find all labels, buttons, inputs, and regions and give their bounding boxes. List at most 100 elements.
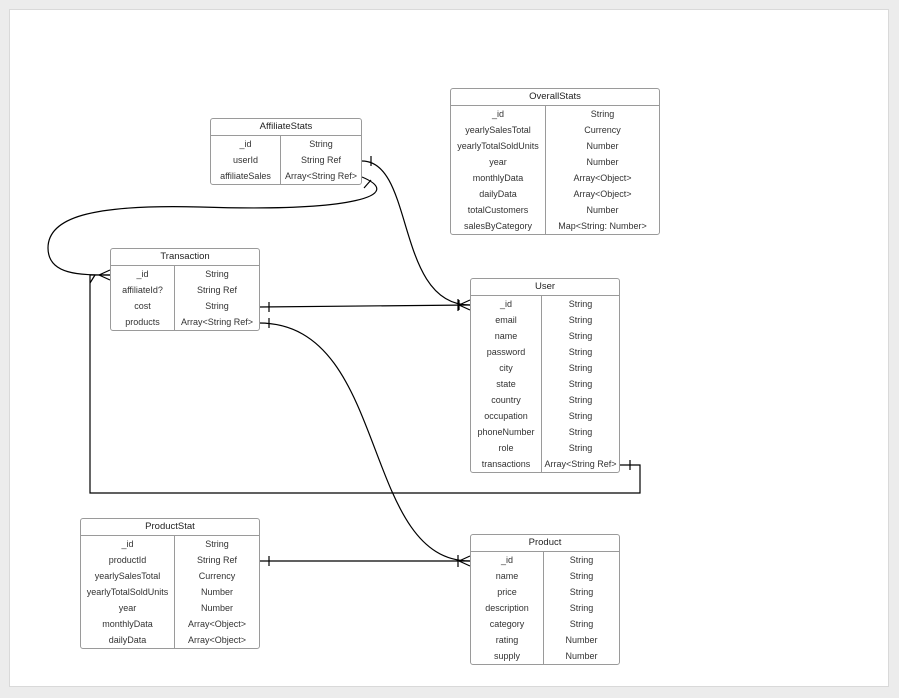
field-type: String (568, 363, 593, 373)
field-name: supply (471, 648, 544, 664)
field-name: _id (471, 552, 544, 568)
field-name: affiliateId? (111, 282, 175, 298)
field-row: monthlyData Array<Object> (81, 616, 259, 632)
field-row: year Number (451, 154, 659, 170)
field-name: affiliateSales (211, 168, 281, 184)
field-row: state String (471, 376, 619, 392)
field-row: phoneNumber String (471, 424, 619, 440)
field-name: phoneNumber (471, 424, 542, 440)
field-type: String (568, 299, 593, 309)
entity-user[interactable]: User _id String email String name String… (470, 278, 620, 473)
entity-transaction[interactable]: Transaction _id String affiliateId? Stri… (110, 248, 260, 331)
field-name: _id (211, 136, 281, 152)
field-type: String (205, 269, 229, 279)
field-type: Array<String Ref> (180, 317, 254, 327)
field-type: String (568, 395, 593, 405)
entity-title: User (471, 279, 619, 296)
field-type: Array<String Ref> (544, 459, 617, 469)
field-row: _id String (111, 266, 259, 282)
field-name: state (471, 376, 542, 392)
field-type: Number (586, 157, 619, 167)
entity-overallstats[interactable]: OverallStats _id String yearlySalesTotal… (450, 88, 660, 235)
field-name: price (471, 584, 544, 600)
field-type: String Ref (300, 155, 342, 165)
field-row: category String (471, 616, 619, 632)
field-type: String (569, 555, 594, 565)
field-row: password String (471, 344, 619, 360)
field-type: String (569, 571, 594, 581)
field-type: Array<Object> (187, 619, 247, 629)
field-name: role (471, 440, 542, 456)
field-row: transactions Array<String Ref> (471, 456, 619, 472)
field-type: String (568, 331, 593, 341)
field-type: Currency (584, 125, 621, 135)
field-row: _id String (471, 552, 619, 568)
field-type: String (569, 619, 594, 629)
entity-affiliatestats[interactable]: AffiliateStats _id String userId String … (210, 118, 362, 185)
field-name: year (451, 154, 546, 170)
field-name: category (471, 616, 544, 632)
field-name: monthlyData (451, 170, 546, 186)
entity-title: ProductStat (81, 519, 259, 536)
field-name: yearlySalesTotal (81, 568, 175, 584)
field-name: occupation (471, 408, 542, 424)
field-name: products (111, 314, 175, 330)
field-name: salesByCategory (451, 218, 546, 234)
field-name: yearlySalesTotal (451, 122, 546, 138)
field-type: String (568, 347, 593, 357)
field-row: dailyData Array<Object> (451, 186, 659, 202)
field-type: Number (565, 651, 598, 661)
field-name: year (81, 600, 175, 616)
field-name: city (471, 360, 542, 376)
entity-productstat[interactable]: ProductStat _id String productId String … (80, 518, 260, 649)
field-name: email (471, 312, 542, 328)
field-type: Array<Object> (187, 635, 247, 645)
field-row: affiliateId? String Ref (111, 282, 259, 298)
field-type: Array<Object> (573, 173, 632, 183)
field-type: Array<Object> (573, 189, 632, 199)
field-row: dailyData Array<Object> (81, 632, 259, 648)
field-row: _id String (81, 536, 259, 552)
field-row: products Array<String Ref> (111, 314, 259, 330)
field-type: String (568, 443, 593, 453)
field-type: Number (200, 603, 233, 613)
field-row: rating Number (471, 632, 619, 648)
field-row: role String (471, 440, 619, 456)
field-row: occupation String (471, 408, 619, 424)
field-row: supply Number (471, 648, 619, 664)
field-name: name (471, 328, 542, 344)
field-type: Array<String Ref> (284, 171, 358, 181)
field-type: String (569, 603, 594, 613)
entity-title: Transaction (111, 249, 259, 266)
field-type: String Ref (196, 555, 238, 565)
field-name: _id (111, 266, 175, 282)
field-name: yearlyTotalSoldUnits (451, 138, 546, 154)
field-name: totalCustomers (451, 202, 546, 218)
field-row: salesByCategory Map<String: Number> (451, 218, 659, 234)
entity-title: AffiliateStats (211, 119, 361, 136)
field-row: _id String (211, 136, 361, 152)
field-row: price String (471, 584, 619, 600)
field-row: cost String (111, 298, 259, 314)
field-row: productId String Ref (81, 552, 259, 568)
field-row: monthlyData Array<Object> (451, 170, 659, 186)
entity-title: Product (471, 535, 619, 552)
field-row: name String (471, 568, 619, 584)
field-type: String Ref (196, 285, 238, 295)
field-row: city String (471, 360, 619, 376)
entity-product[interactable]: Product _id String name String price Str… (470, 534, 620, 665)
entity-title: OverallStats (451, 89, 659, 106)
field-name: _id (81, 536, 175, 552)
field-type: String (569, 587, 594, 597)
field-name: transactions (471, 456, 542, 472)
field-name: yearlyTotalSoldUnits (81, 584, 175, 600)
field-name: productId (81, 552, 175, 568)
field-type: String (568, 411, 593, 421)
field-row: email String (471, 312, 619, 328)
field-name: dailyData (451, 186, 546, 202)
field-name: rating (471, 632, 544, 648)
field-type: Number (565, 635, 598, 645)
field-row: affiliateSales Array<String Ref> (211, 168, 361, 184)
field-row: userId String Ref (211, 152, 361, 168)
field-type: Number (586, 141, 619, 151)
